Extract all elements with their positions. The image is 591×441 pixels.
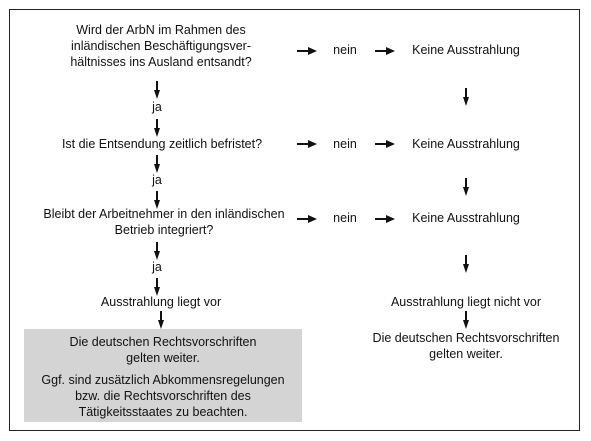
- question-3-line-1: Bleibt der Arbeitnehmer in den inländisc…: [43, 207, 285, 221]
- yes-box-line-4: bzw. die Rechtsvorschriften des: [75, 389, 251, 403]
- yes-outcome-title: Ausstrahlung liegt vor: [100, 295, 222, 309]
- yes-box-line-3: Ggf. sind zusätzlich Abkommensregelungen: [41, 373, 285, 387]
- no-outcome-line-1: Die deutschen Rechtsvorschriften: [372, 331, 560, 345]
- yes-box-line-5: Tätigkeitsstaates zu beachten.: [78, 405, 248, 419]
- ja-label-2: ja: [152, 173, 162, 187]
- question-3-line-2: Betrieb integriert?: [114, 223, 214, 237]
- question-2-line-1: Ist die Entsendung zeitlich befristet?: [61, 137, 263, 151]
- yes-outcome-box: [24, 329, 302, 422]
- no-result-2: Keine Ausstrahlung: [412, 137, 520, 151]
- nein-label-3: nein: [333, 211, 357, 225]
- nein-label-2: nein: [333, 137, 357, 151]
- no-outcome-title: Ausstrahlung liegt nicht vor: [390, 295, 542, 309]
- question-1-line-3: hältnisses ins Ausland entsandt?: [70, 55, 252, 69]
- no-outcome-line-2: gelten weiter.: [429, 347, 503, 361]
- question-1-line-1: Wird der ArbN im Rahmen des: [76, 23, 246, 37]
- yes-box-line-1: Die deutschen Rechtsvorschriften: [69, 335, 257, 349]
- nein-label-1: nein: [333, 43, 357, 57]
- ja-label-1: ja: [152, 100, 162, 114]
- no-result-1: Keine Ausstrahlung: [412, 43, 520, 57]
- ja-label-3: ja: [152, 260, 162, 274]
- no-result-3: Keine Ausstrahlung: [412, 211, 520, 225]
- yes-box-line-2: gelten weiter.: [126, 351, 200, 365]
- question-1-line-2: inländischen Beschäftigungsver-: [71, 39, 251, 53]
